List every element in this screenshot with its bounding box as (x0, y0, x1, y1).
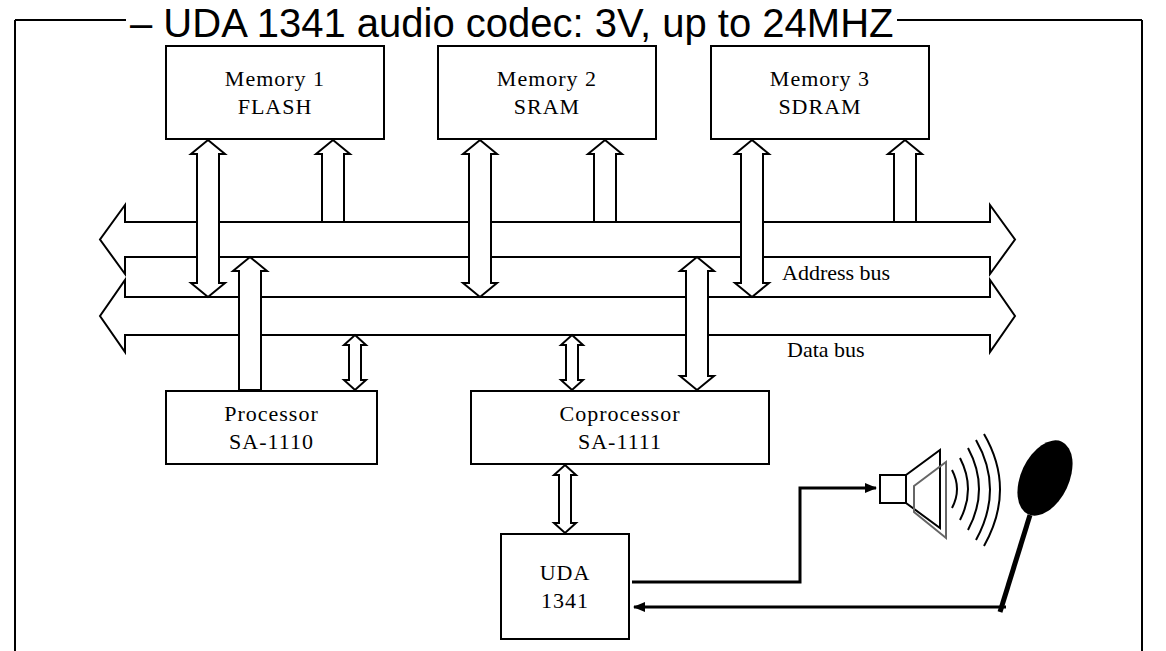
block-arrow (735, 140, 769, 297)
block-arrow (561, 335, 583, 390)
box-label: Coprocessor (560, 400, 681, 428)
microphone-symbol (1000, 432, 1084, 612)
block-arrow (191, 140, 225, 297)
speaker-symbol (880, 450, 946, 538)
bus-label: Address bus (780, 260, 892, 286)
block-arrow (680, 257, 714, 390)
block-arrow (588, 140, 622, 222)
box-label: Memory 3 (770, 65, 870, 93)
coprocessor-box: CoprocessorSA-1111 (470, 390, 770, 465)
box-label: SA-1111 (578, 428, 662, 456)
box-label: SA-1110 (229, 428, 314, 456)
box-label: FLASH (238, 93, 313, 121)
memory-box: Memory 1FLASH (165, 45, 385, 140)
box-label: UDA (540, 559, 591, 587)
block-arrow (233, 257, 267, 390)
outer-frame (15, 20, 1142, 651)
sound-waves (952, 434, 1000, 546)
bus-label: Data bus (785, 337, 867, 363)
block-arrow (463, 140, 497, 297)
memory-box: Memory 3SDRAM (710, 45, 930, 140)
block-arrow (344, 335, 366, 390)
bus-band (125, 222, 990, 257)
processor-box: ProcessorSA-1110 (165, 390, 378, 465)
block-arrow (888, 140, 922, 222)
slide-title: – UDA 1341 audio codec: 3V, up to 24MHZ (126, 0, 897, 46)
box-label: SRAM (514, 93, 580, 121)
memory-box: Memory 2SRAM (437, 45, 657, 140)
codec-box: UDA1341 (500, 533, 630, 640)
output-wire (632, 488, 876, 582)
box-label: Memory 2 (497, 65, 597, 93)
box-label: SDRAM (778, 93, 861, 121)
block-arrow (316, 140, 350, 222)
block-arrow (554, 465, 576, 533)
box-label: Processor (224, 400, 319, 428)
box-label: Memory 1 (225, 65, 325, 93)
box-label: 1341 (541, 587, 589, 615)
address-bus: Address bus (125, 222, 990, 257)
input-wire (634, 606, 1006, 609)
